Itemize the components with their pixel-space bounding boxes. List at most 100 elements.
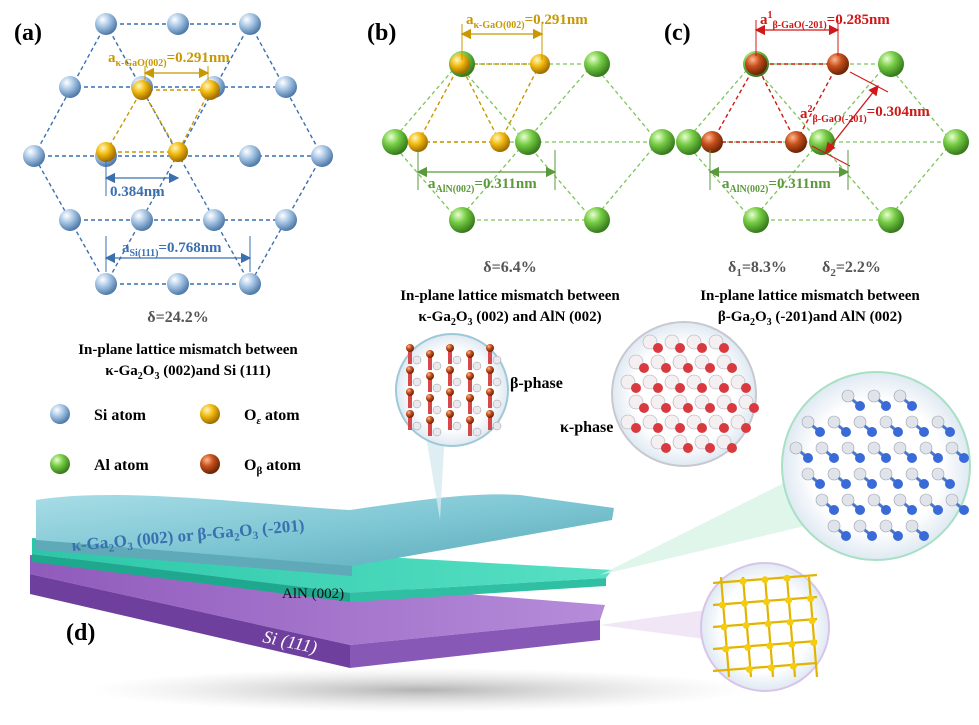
o-epsilon-atom <box>96 142 116 162</box>
bond <box>468 376 472 392</box>
n-atom <box>815 493 829 507</box>
ga2o3-lattice-line <box>105 89 143 153</box>
si-structure-bubble <box>700 562 830 692</box>
si-atom <box>744 643 752 651</box>
al-atom <box>649 129 675 155</box>
o-atom <box>719 343 729 353</box>
n-atom <box>801 467 815 481</box>
o-atom <box>741 383 751 393</box>
ga-atom <box>472 361 482 371</box>
legend-al-label: Al atom <box>94 457 149 474</box>
si-bond <box>712 661 818 673</box>
b-ga2o3-lines <box>417 63 541 143</box>
ga-atom <box>708 334 724 350</box>
b-aln-lattice-label: aAlN(002)=0.311nm <box>428 176 537 195</box>
o-atom <box>486 344 494 352</box>
si-atom <box>786 618 794 626</box>
aln-lattice-line <box>457 63 594 221</box>
o-atom <box>486 366 494 374</box>
a-gao-lattice-label: aκ-GaO(002)=0.291nm <box>108 50 230 69</box>
al-atom <box>515 129 541 155</box>
a-spacing-label: 0.384nm <box>110 184 165 200</box>
b-caption-line1: In-plane lattice mismatch between <box>400 288 620 304</box>
n-atom <box>827 519 841 533</box>
al-atom <box>959 505 969 515</box>
o-atom <box>486 410 494 418</box>
c-aln-lattice-label: aAlN(002)=0.311nm <box>722 176 831 195</box>
al-atom <box>933 505 943 515</box>
ga-atom <box>672 394 688 410</box>
bond <box>448 370 452 386</box>
legend-ob-label: Oβ atom <box>244 457 302 477</box>
c-a2-dim-line <box>825 84 879 154</box>
al-atom <box>584 207 610 233</box>
ga2o3-lattice-line <box>177 89 211 153</box>
kappa-phase-label: κ-phase <box>560 419 613 436</box>
ga-atom <box>672 434 688 450</box>
ga2o3-lattice-line <box>141 89 179 153</box>
o-epsilon-atom <box>408 132 428 152</box>
o-atom <box>426 372 434 380</box>
ga-atom <box>452 377 462 387</box>
al-atom <box>893 427 903 437</box>
b-ga2o3-line <box>499 63 541 143</box>
legend-al-atom-icon <box>50 454 70 474</box>
o-atom <box>426 350 434 358</box>
ga2o3-layer-top-face <box>36 494 614 566</box>
bond <box>408 414 412 430</box>
n-atom <box>893 389 907 403</box>
n-atom <box>853 467 867 481</box>
al-atom <box>841 427 851 437</box>
aln-lattice-line <box>684 63 753 143</box>
ga-atom <box>650 394 666 410</box>
si-atom <box>95 273 117 295</box>
ga-atom <box>694 434 710 450</box>
o-atom <box>675 343 685 353</box>
ga-atom <box>492 377 502 387</box>
n-atom <box>879 415 893 429</box>
bond <box>488 392 492 408</box>
si-layer-side <box>30 574 350 668</box>
c-beta-line <box>711 63 757 143</box>
c-caption-line2: β-Ga2O3 (-201)and AlN (002) <box>718 309 902 328</box>
o-epsilon-atom <box>450 54 470 74</box>
aln-structure <box>789 389 969 541</box>
ga-atom <box>412 355 422 365</box>
ga-atom <box>686 414 702 430</box>
al-atom <box>907 401 917 411</box>
ga-atom <box>730 414 746 430</box>
bond <box>408 348 412 364</box>
al-atom <box>893 479 903 489</box>
al-atom <box>933 453 943 463</box>
si-atom <box>719 601 727 609</box>
n-atom <box>853 519 867 533</box>
bond <box>428 398 432 414</box>
o-atom <box>727 443 737 453</box>
ga-atom <box>452 421 462 431</box>
o-atom <box>697 423 707 433</box>
b-ga2o3-line <box>459 63 501 143</box>
ga-atom <box>650 434 666 450</box>
o-atom <box>639 403 649 413</box>
o-atom <box>727 363 737 373</box>
al-atom <box>815 479 825 489</box>
c-caption-line1: In-plane lattice mismatch between <box>700 288 920 304</box>
a-si-lattice-label: aSi(111)=0.768nm <box>122 240 222 259</box>
aln-lattice-line <box>886 141 953 221</box>
o-atom <box>446 388 454 396</box>
al-atom <box>893 531 903 541</box>
ga-atom <box>694 354 710 370</box>
panel-a: (a) aκ-GaO(002)=0.291nm 0.384nm aSi(111)… <box>14 13 333 382</box>
al-atom <box>907 453 917 463</box>
o-atom <box>705 443 715 453</box>
o-atom <box>697 383 707 393</box>
al-atom <box>829 453 839 463</box>
b-caption-line2: κ-Ga2O3 (002) and AlN (002) <box>418 309 601 328</box>
o-atom <box>719 383 729 393</box>
n-atom <box>867 389 881 403</box>
al-atom <box>919 479 929 489</box>
o-atom <box>639 363 649 373</box>
o-atom <box>653 343 663 353</box>
al-atom <box>945 479 955 489</box>
aln-lattice-line <box>592 141 659 221</box>
